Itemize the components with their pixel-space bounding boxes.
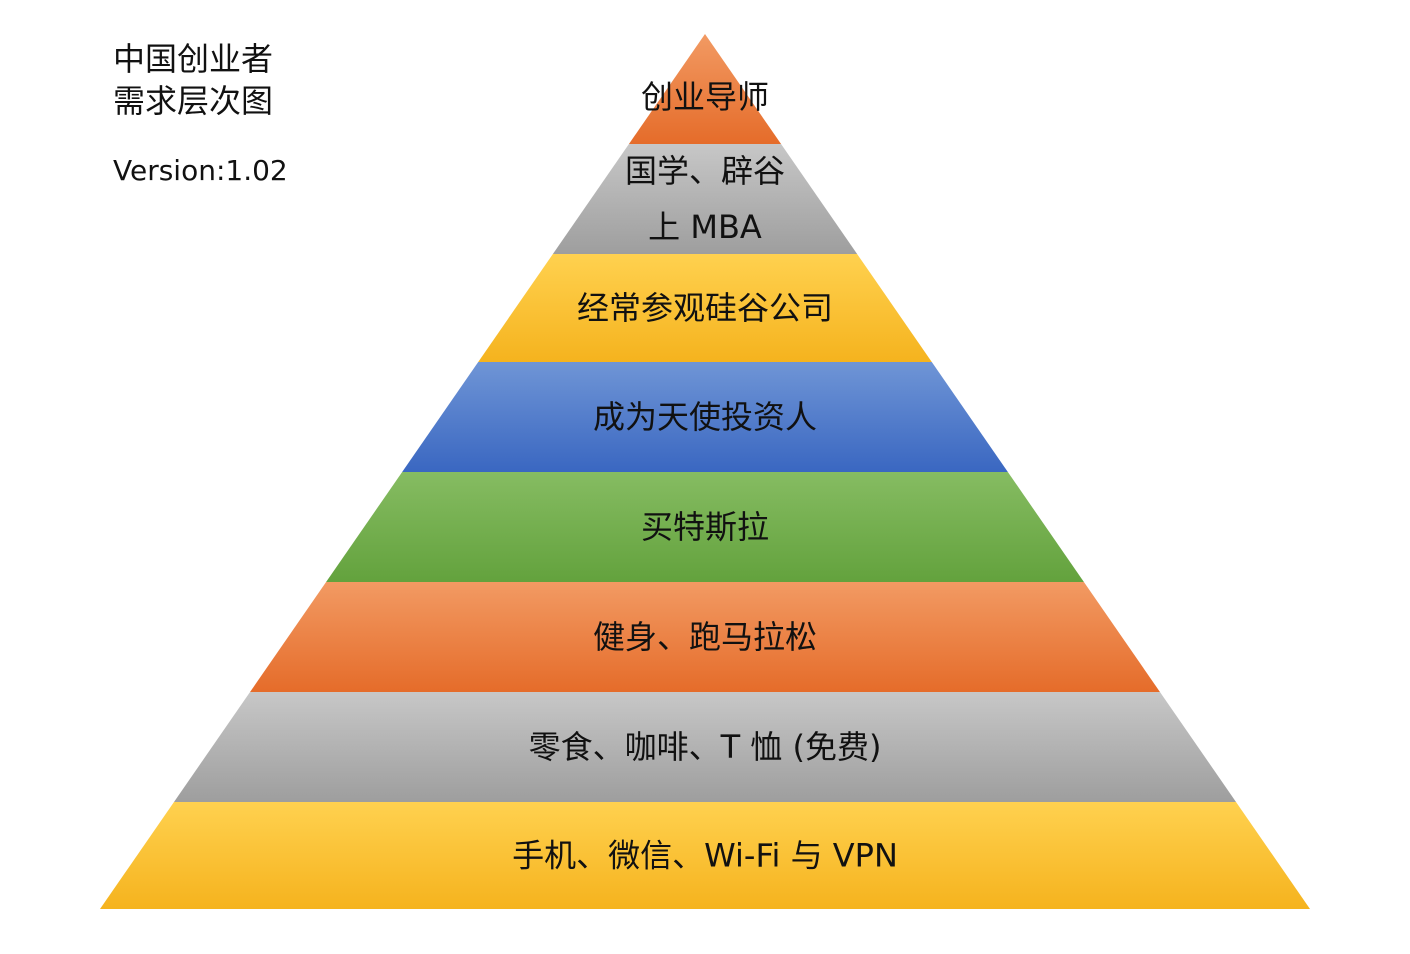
pyramid-tier-shape bbox=[250, 582, 1160, 692]
pyramid-tier-7: 零食、咖啡、T 恤 (免费) bbox=[173, 692, 1237, 802]
diagram-title-line-2: 需求层次图 bbox=[113, 82, 274, 120]
version-label: Version:1.02 bbox=[113, 154, 288, 187]
diagram-title-line-1: 中国创业者 bbox=[113, 40, 274, 78]
pyramid-tier-shape bbox=[100, 802, 1310, 909]
pyramid-tier-shape bbox=[173, 692, 1237, 802]
pyramid-tier-shape bbox=[402, 362, 1008, 472]
pyramid-tier-label: 创业导师 bbox=[641, 78, 769, 116]
pyramid-tier-1: 创业导师 bbox=[628, 34, 782, 144]
pyramid-tier-label: 买特斯拉 bbox=[641, 508, 769, 546]
pyramid-tier-8: 手机、微信、Wi-Fi 与 VPN bbox=[100, 802, 1310, 909]
pyramid-tier-label: 零食、咖啡、T 恤 (免费) bbox=[529, 728, 882, 766]
pyramid-tier-5: 买特斯拉 bbox=[326, 472, 1084, 582]
pyramid-tier-label: 手机、微信、Wi-Fi 与 VPN bbox=[512, 837, 898, 875]
diagram-title-block: 中国创业者 需求层次图 Version:1.02 bbox=[113, 38, 288, 188]
pyramid-tier-shape bbox=[552, 144, 858, 254]
pyramid-tier-2: 国学、辟谷上 MBA bbox=[552, 144, 858, 254]
pyramid-tier-label: 经常参观硅谷公司 bbox=[577, 289, 833, 327]
pyramid-tier-shape bbox=[628, 34, 782, 144]
pyramid-tier-label: 上 MBA bbox=[648, 208, 762, 246]
pyramid-tier-label: 成为天使投资人 bbox=[593, 398, 817, 436]
pyramid-tier-shape bbox=[478, 254, 932, 362]
pyramid-tier-3: 经常参观硅谷公司 bbox=[478, 254, 932, 362]
pyramid-tier-label: 健身、跑马拉松 bbox=[593, 618, 817, 656]
pyramid-tier-6: 健身、跑马拉松 bbox=[250, 582, 1160, 692]
pyramid-tier-label: 国学、辟谷 bbox=[625, 152, 785, 190]
pyramid-tier-4: 成为天使投资人 bbox=[402, 362, 1008, 472]
pyramid-tier-shape bbox=[326, 472, 1084, 582]
